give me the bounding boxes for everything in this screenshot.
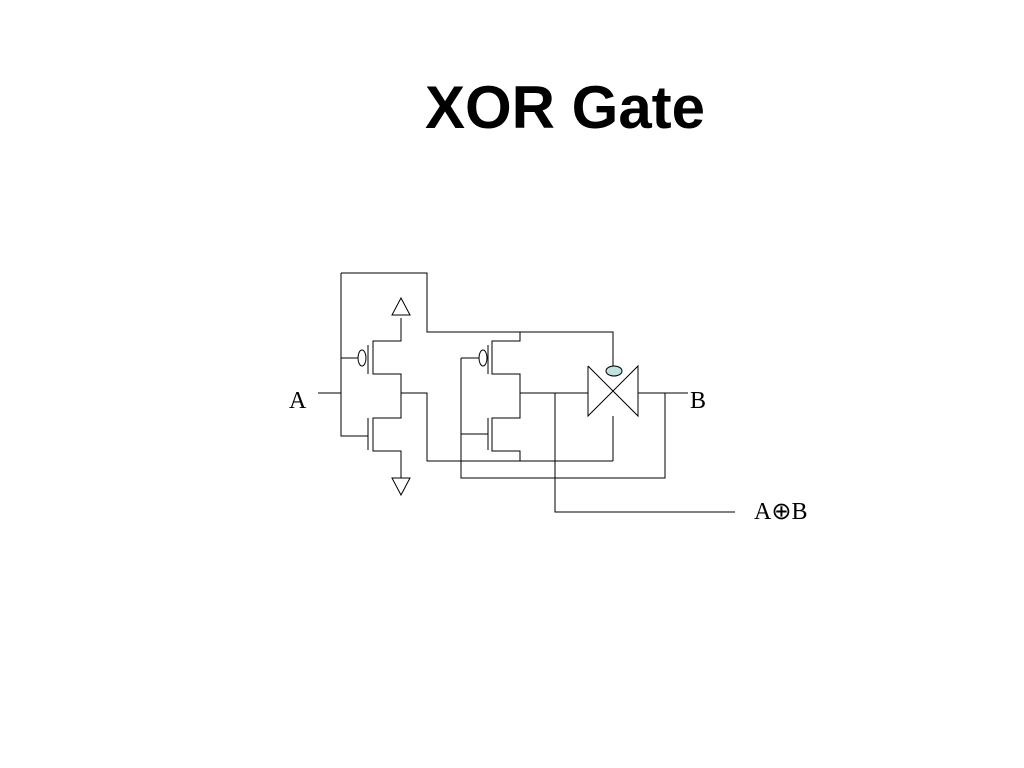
inverter-a — [318, 273, 613, 497]
input-a-label: A — [289, 388, 307, 414]
vdd-triangle-icon — [391, 296, 411, 316]
pmos-gate-bubble-icon — [478, 349, 488, 367]
ground-triangle-icon — [391, 477, 411, 497]
output-wire — [554, 393, 735, 513]
output-label: A⊕B — [754, 499, 807, 525]
slide-title: XOR Gate — [424, 74, 706, 141]
input-b-label: B — [690, 388, 706, 414]
inverter-b-gate-node — [460, 358, 666, 479]
tgate-bubble-icon — [605, 365, 623, 377]
inverter-a-gate-node — [340, 273, 368, 437]
a-to-tgate-wire — [341, 272, 614, 366]
pmos-gate-bubble-icon — [357, 349, 367, 367]
transmission-gate — [587, 364, 688, 461]
inverter-b — [460, 332, 666, 479]
